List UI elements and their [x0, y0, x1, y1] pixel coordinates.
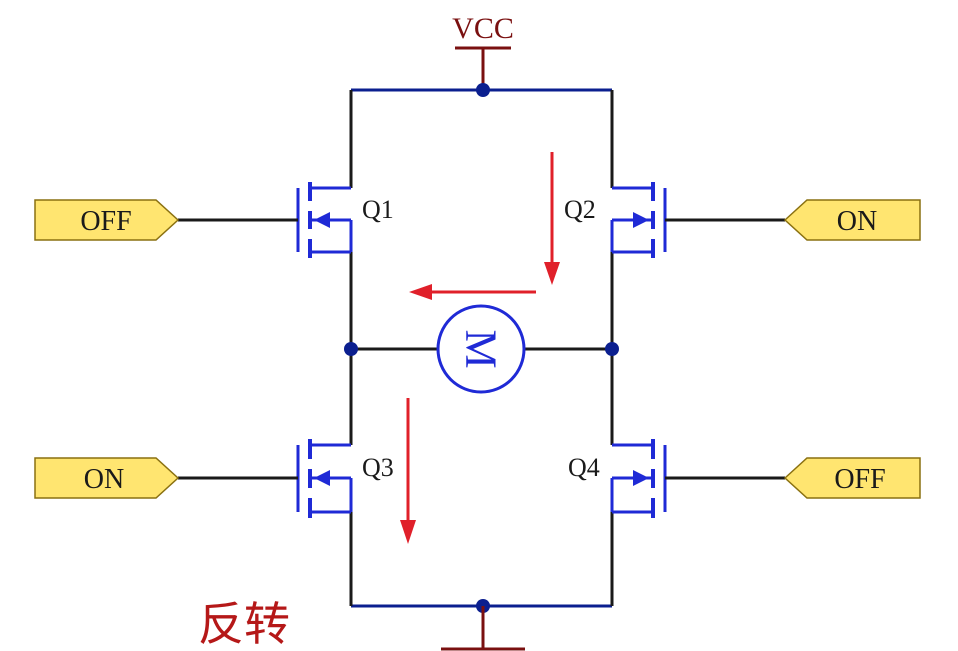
body-arrow: [633, 470, 649, 486]
q4-label: Q4: [568, 453, 600, 482]
body-arrow: [314, 212, 330, 228]
input-tag: [783, 199, 921, 241]
input-state-label: OFF: [80, 206, 131, 237]
input-state-label: OFF: [834, 464, 885, 495]
gate-input-q3: ON: [34, 457, 180, 499]
ground-symbol: [441, 606, 525, 651]
mode-caption: 反转: [198, 597, 290, 651]
gate-input-q1: OFF: [34, 199, 180, 241]
body-arrow: [314, 470, 330, 486]
node-left: [344, 342, 358, 356]
vcc-label: VCC: [452, 12, 514, 45]
input-state-label: ON: [837, 206, 877, 237]
transistor-q3: Q3: [178, 439, 394, 518]
q2-label: Q2: [564, 195, 596, 224]
current-arrow-down-right: [544, 152, 560, 285]
node-top: [476, 83, 490, 97]
input-state-label: ON: [84, 464, 124, 495]
vcc-symbol: VCC: [452, 12, 514, 90]
body-arrow: [633, 212, 649, 228]
transistor-q4: Q4: [568, 439, 785, 518]
input-tag: [783, 457, 921, 499]
current-arrow-down-left: [400, 398, 416, 544]
input-tag: [34, 199, 180, 241]
current-arrow-left: [409, 284, 536, 300]
q1-label: Q1: [362, 195, 394, 224]
node-right: [605, 342, 619, 356]
gate-input-q4: OFF: [783, 457, 921, 499]
input-tag: [34, 457, 180, 499]
transistor-q2: Q2: [564, 182, 785, 258]
gate-input-q2: ON: [783, 199, 921, 241]
transistor-q1: Q1: [178, 182, 394, 258]
q3-label: Q3: [362, 453, 394, 482]
motor: M: [436, 304, 526, 394]
motor-circle: [436, 304, 526, 394]
motor-label: M: [457, 329, 506, 368]
